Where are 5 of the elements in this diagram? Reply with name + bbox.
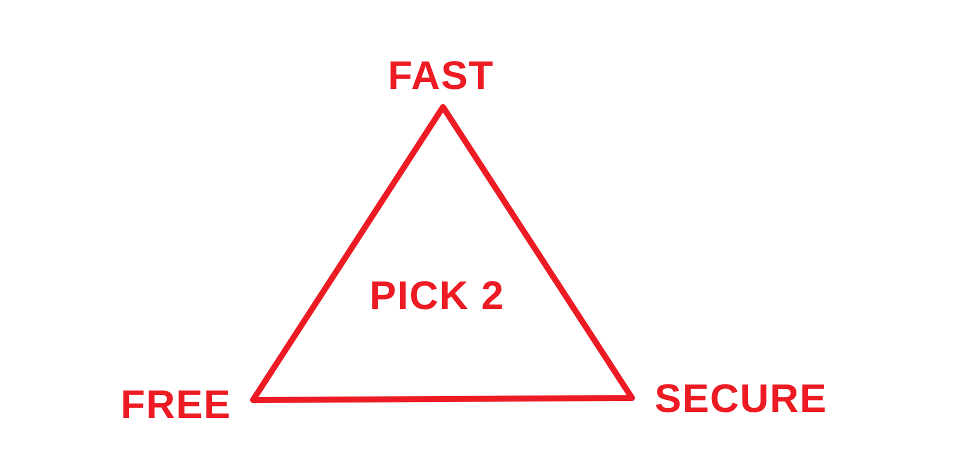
center-label: PICK 2	[370, 276, 504, 316]
triangle	[248, 102, 638, 404]
corner-label: SECURE	[654, 379, 828, 419]
corner-label: FREE	[120, 385, 232, 425]
corner-label: FAST	[388, 56, 494, 96]
